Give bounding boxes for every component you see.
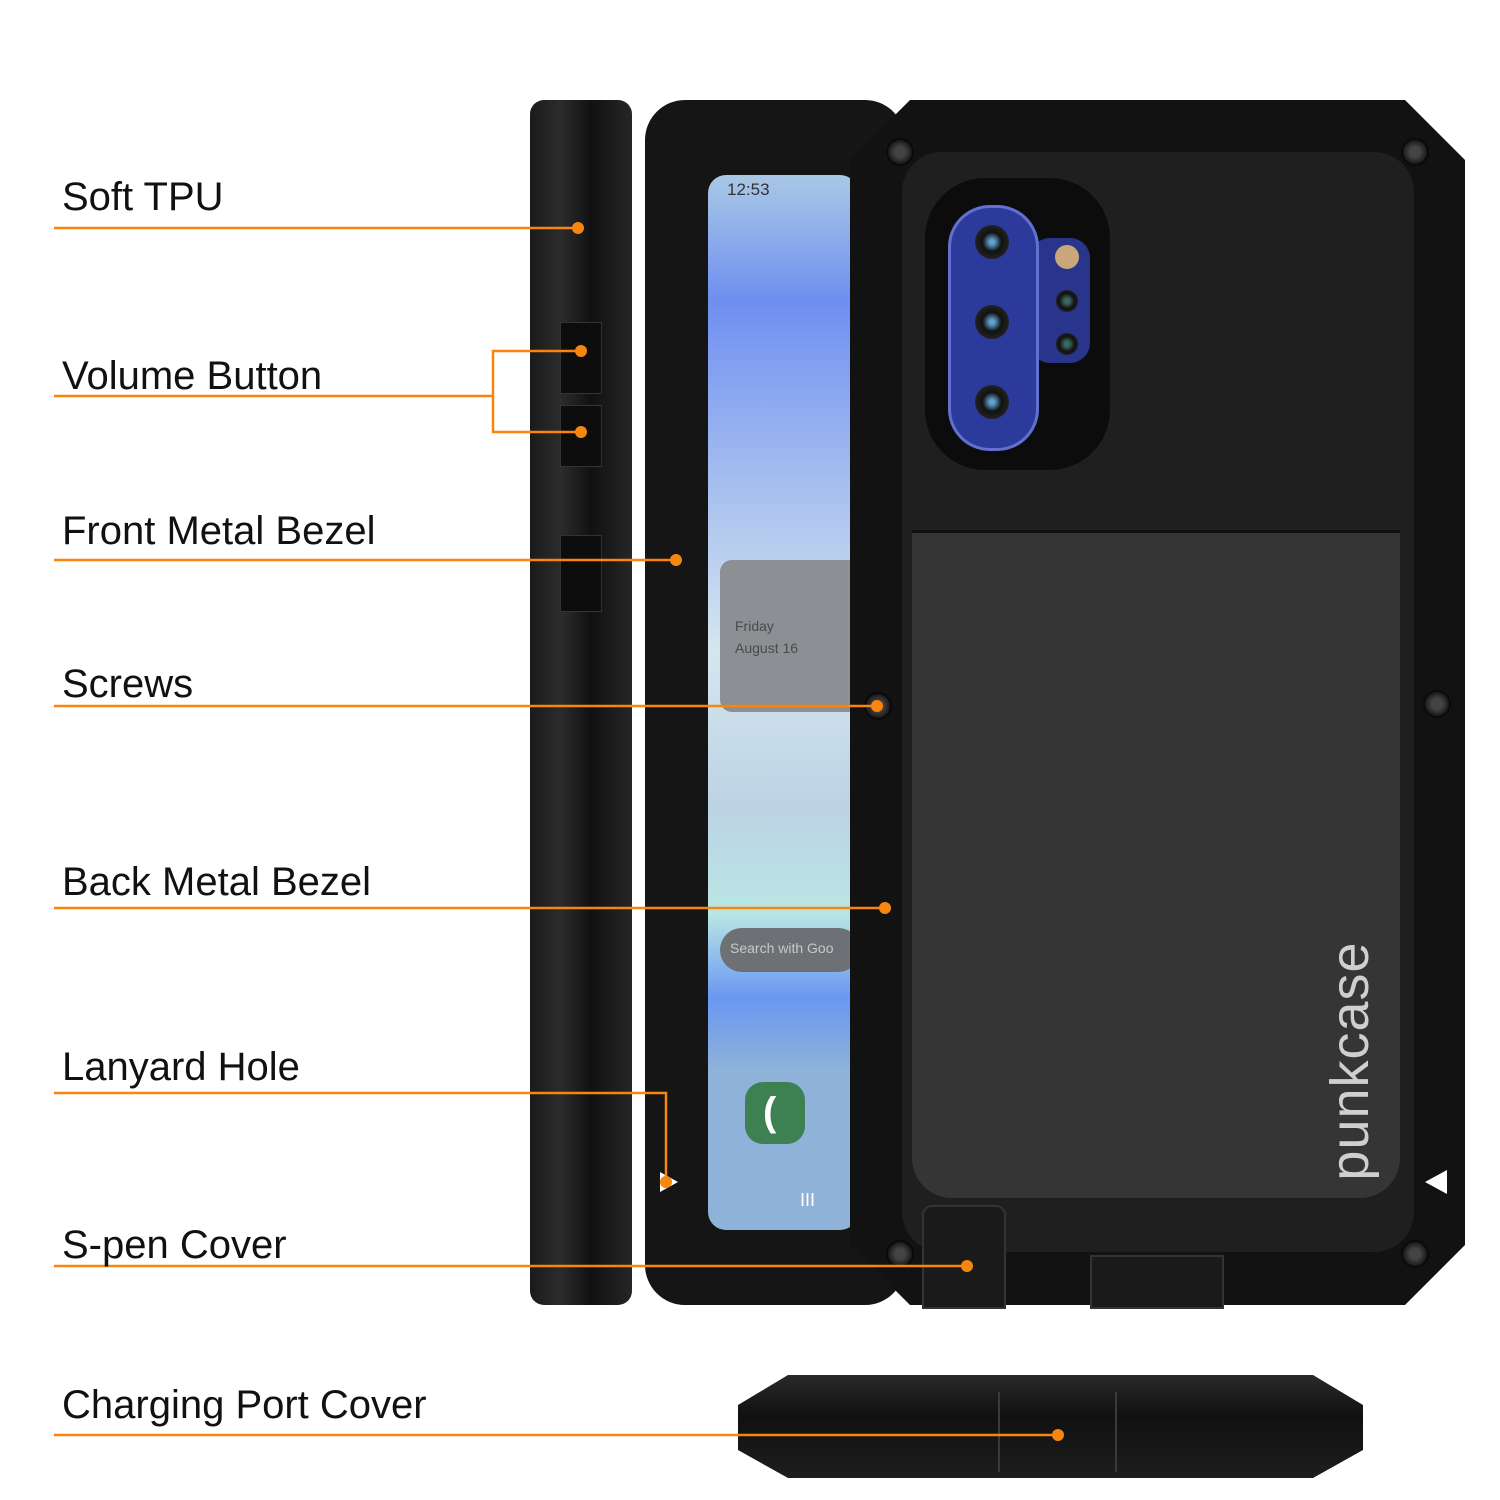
callout-dot	[879, 902, 891, 914]
spen-cover	[922, 1205, 1006, 1309]
callout-volume-bracket	[491, 349, 581, 434]
search-text: Search with Goo	[730, 940, 834, 956]
label-charging-port-cover: Charging Port Cover	[62, 1383, 427, 1427]
nav-recents-icon: III	[800, 1190, 816, 1210]
screw-icon	[886, 1240, 914, 1268]
screw-icon	[1401, 1240, 1429, 1268]
screen-time: 12:53	[727, 180, 770, 199]
screw-icon	[1401, 138, 1429, 166]
label-volume-button: Volume Button	[62, 354, 323, 398]
widget-day: Friday	[735, 618, 774, 634]
volume-up-button	[560, 322, 602, 394]
search-bar	[720, 928, 860, 972]
screw-icon	[1423, 690, 1451, 718]
lanyard-hole-icon	[1425, 1170, 1447, 1194]
camera-lens	[975, 385, 1009, 419]
phone-app-icon	[745, 1082, 805, 1144]
callout-dot	[575, 426, 587, 438]
screw-icon	[886, 138, 914, 166]
case-side-view	[530, 100, 632, 1305]
callout-lanyard	[54, 1091, 668, 1182]
camera-lens	[975, 225, 1009, 259]
sensor-lens	[1056, 290, 1078, 312]
label-spen-cover: S-pen Cover	[62, 1223, 287, 1267]
widget-date: August 16	[735, 640, 799, 656]
label-lanyard-hole: Lanyard Hole	[62, 1045, 300, 1089]
callout-dot	[572, 222, 584, 234]
card-panel	[912, 530, 1400, 1198]
bottom-port-cover	[998, 1392, 1117, 1472]
charging-port-cover	[1090, 1255, 1224, 1309]
callout-dot	[1052, 1429, 1064, 1441]
callout-dot	[575, 345, 587, 357]
phone-handset-icon: (	[763, 1090, 777, 1134]
label-back-metal-bezel: Back Metal Bezel	[62, 860, 372, 904]
callout-dot	[871, 700, 883, 712]
label-soft-tpu: Soft TPU	[62, 175, 224, 219]
side-button	[560, 535, 602, 612]
callout-dot	[660, 1176, 672, 1188]
case-bottom-view	[738, 1375, 1363, 1478]
date-widget	[720, 560, 860, 712]
callout-dot	[670, 554, 682, 566]
callout-dot	[961, 1260, 973, 1272]
sensor-lens	[1056, 333, 1078, 355]
label-front-metal-bezel: Front Metal Bezel	[62, 509, 376, 553]
flash-icon	[1055, 245, 1079, 269]
camera-lens	[975, 305, 1009, 339]
label-screws: Screws	[62, 662, 194, 706]
